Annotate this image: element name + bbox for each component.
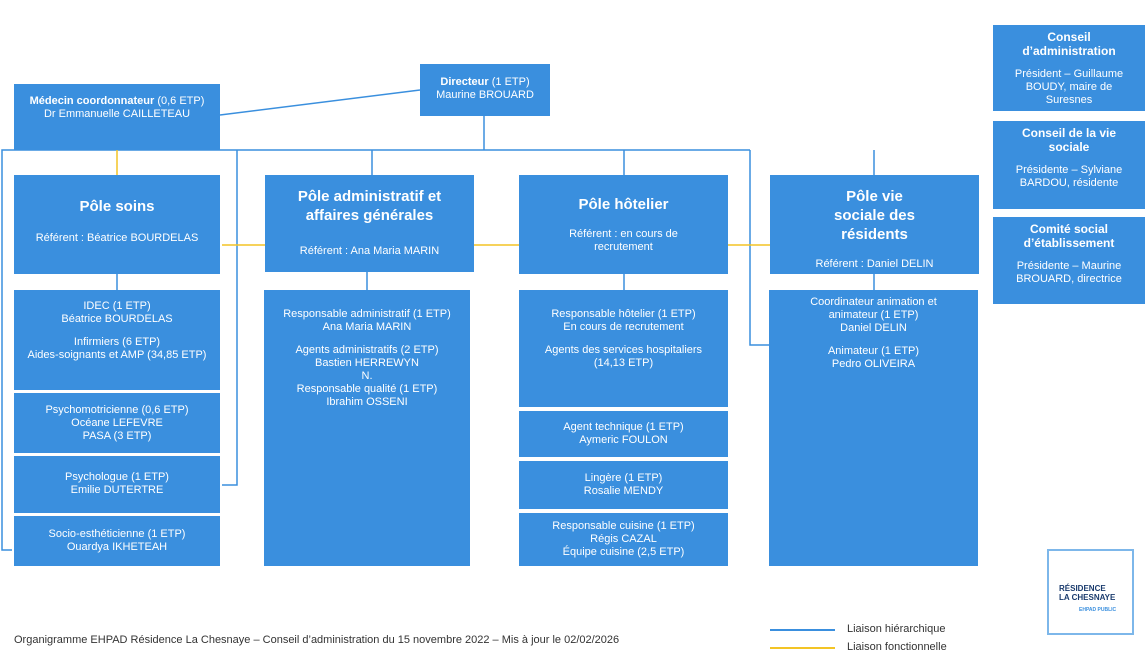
- unit-line: Bastien HERREWYN: [315, 357, 419, 369]
- pole-hotelier: Pôle hôtelier Référent : en cours de rec…: [519, 175, 728, 274]
- council-title: Conseil d’administration: [1022, 30, 1116, 58]
- unit-line: Daniel DELIN: [840, 322, 907, 334]
- unit-line: Emilie DUTERTRE: [70, 484, 164, 496]
- social-unit: Coordinateur animation et animateur (1 E…: [769, 290, 978, 566]
- unit-line: Coordinateur animation et animateur (1 E…: [810, 296, 937, 321]
- council-card: Conseil d’administration Président – Gui…: [993, 25, 1145, 111]
- medecin-name: Dr Emmanuelle CAILLETEAU: [43, 108, 191, 120]
- unit-line: [791, 335, 956, 345]
- pole-title: Pôle soins: [79, 198, 155, 215]
- legend-hierarchique-line: [770, 629, 835, 631]
- unit-line: IDEC (1 ETP): [83, 300, 151, 312]
- unit-line: Responsable hôtelier (1 ETP): [551, 308, 696, 320]
- unit-line: Agents des services hospitaliers: [544, 344, 703, 356]
- unit-line: Pedro OLIVEIRA: [831, 358, 916, 370]
- soins-unit: IDEC (1 ETP)Béatrice BOURDELAS Infirmiers…: [14, 290, 220, 390]
- pole-referent: Référent : Daniel DELIN: [815, 258, 934, 270]
- unit-line: (14,13 ETP): [593, 357, 654, 369]
- hotel-unit: Agent technique (1 ETP)Aymeric FOULON: [519, 411, 728, 457]
- hotel-unit: Responsable hôtelier (1 ETP)En cours de …: [519, 290, 728, 407]
- legend-hierarchique-label: Liaison hiérarchique: [847, 623, 946, 635]
- logo-line3: EHPAD PUBLIC: [1079, 607, 1117, 613]
- unit-line: Infirmiers (6 ETP): [73, 336, 161, 348]
- legend-fonctionnelle-label: Liaison fonctionnelle: [847, 641, 947, 653]
- soins-unit: Socio-esthéticienne (1 ETP)Ouardya IKHET…: [14, 516, 220, 566]
- directeur-title: Directeur: [440, 76, 489, 88]
- unit-line: Responsable qualité (1 ETP): [296, 383, 438, 395]
- medecin-etp: (0,6 ETP): [154, 95, 205, 107]
- unit-line: Ouardya IKHETEAH: [66, 541, 168, 553]
- unit-line: Ibrahim OSSENI: [326, 396, 408, 408]
- council-desc: Présidente – Sylviane BARDOU, résidente: [1015, 164, 1123, 189]
- unit-line: Ana Maria MARIN: [322, 321, 412, 333]
- pole-soins: Pôle soins Référent : Béatrice BOURDELAS: [14, 175, 220, 274]
- unit-line: Agent technique (1 ETP): [563, 421, 684, 433]
- pole-title: Pôle administratif et affaires générales: [297, 188, 442, 224]
- council-title: Comité social d’établissement: [1023, 222, 1115, 250]
- unit-line: Rosalie MENDY: [583, 485, 664, 497]
- pole-administratif: Pôle administratif et affaires générales…: [265, 175, 474, 272]
- unit-line: Agents administratifs (2 ETP): [295, 344, 439, 356]
- unit-line: Psychologue (1 ETP): [65, 471, 169, 483]
- legend-fonctionnelle-line: [770, 647, 835, 649]
- pole-vie-sociale: Pôle vie sociale des résidents Référent …: [770, 175, 979, 274]
- soins-unit: Psychologue (1 ETP)Emilie DUTERTRE: [14, 456, 220, 513]
- footer-caption: Organigramme EHPAD Résidence La Chesnaye…: [14, 634, 620, 646]
- admin-unit: Responsable administratif (1 ETP)Ana Mar…: [264, 290, 470, 566]
- unit-line: Aymeric FOULON: [579, 434, 668, 446]
- medecin-title: Médecin coordonnateur: [29, 95, 155, 107]
- council-desc: Présidente – Maurine BROUARD, directrice: [1016, 260, 1122, 285]
- directeur-box: Directeur (1 ETP) Maurine BROUARD: [420, 64, 550, 116]
- directeur-etp: (1 ETP): [488, 76, 530, 88]
- unit-line: Socio-esthéticienne (1 ETP): [48, 528, 186, 540]
- unit-line: Responsable cuisine (1 ETP): [552, 520, 695, 532]
- pole-referent: Référent : Ana Maria MARIN: [299, 245, 440, 257]
- unit-line: [270, 334, 464, 344]
- council-card: Comité social d’établissement Présidente…: [993, 217, 1145, 304]
- unit-line: Lingère (1 ETP): [584, 472, 663, 484]
- unit-line: N.: [361, 370, 373, 382]
- logo-line1: RÉSIDENCE: [1059, 584, 1106, 593]
- hotel-unit: Lingère (1 ETP)Rosalie MENDY: [519, 461, 728, 509]
- unit-line: [20, 326, 214, 336]
- unit-line: Océane LEFEVRE: [71, 417, 163, 429]
- unit-line: Régis CAZAL: [590, 533, 657, 545]
- unit-line: Aides-soignants et AMP (34,85 ETP): [27, 349, 207, 361]
- pole-title: Pôle hôtelier: [578, 196, 669, 213]
- council-desc: Président – Guillaume BOUDY, maire de Su…: [1014, 68, 1124, 106]
- council-card: Conseil de la vie sociale Présidente – S…: [993, 121, 1145, 209]
- unit-line: Psychomotricienne (0,6 ETP): [45, 404, 189, 416]
- unit-line: PASA (3 ETP): [82, 430, 152, 442]
- unit-line: Équipe cuisine (2,5 ETP): [562, 546, 685, 558]
- council-title: Conseil de la vie sociale: [1021, 126, 1117, 154]
- unit-line: [525, 334, 722, 344]
- unit-line: Responsable administratif (1 ETP): [283, 308, 451, 320]
- pole-referent: Référent : Béatrice BOURDELAS: [35, 232, 199, 244]
- directeur-name: Maurine BROUARD: [436, 89, 534, 101]
- medecin-box: Médecin coordonnateur (0,6 ETP) Dr Emman…: [14, 84, 220, 150]
- unit-line: Béatrice BOURDELAS: [61, 313, 173, 325]
- logo-line2: LA CHESNAYE: [1059, 593, 1116, 602]
- soins-unit: Psychomotricienne (0,6 ETP)Océane LEFEVR…: [14, 393, 220, 453]
- pole-title: Pôle vie sociale des résidents: [834, 188, 915, 243]
- unit-line: Animateur (1 ETP): [827, 345, 920, 357]
- unit-line: En cours de recrutement: [563, 321, 684, 333]
- pole-referent: Référent : en cours de recrutement: [569, 228, 678, 253]
